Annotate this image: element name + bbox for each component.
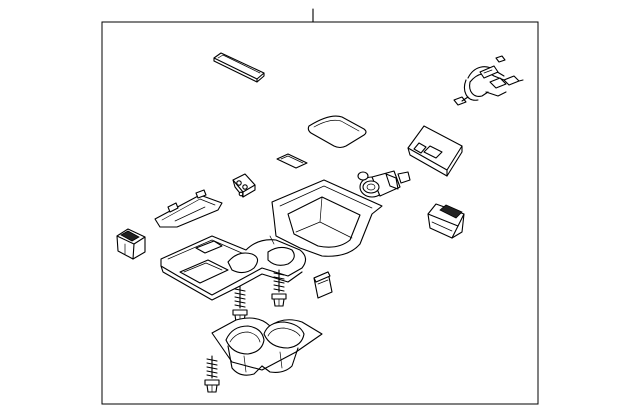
wiring-harness bbox=[453, 55, 524, 106]
console-tray bbox=[160, 179, 383, 301]
mounting-bracket bbox=[407, 125, 463, 177]
switch bbox=[232, 173, 256, 198]
end-cap bbox=[427, 203, 465, 239]
screw bbox=[271, 269, 287, 307]
clip bbox=[116, 228, 146, 260]
screw bbox=[204, 355, 220, 393]
large-pad bbox=[307, 115, 367, 149]
top-pad bbox=[213, 52, 265, 83]
screw bbox=[232, 285, 248, 323]
diagram-frame bbox=[101, 21, 539, 405]
side-trim bbox=[154, 189, 223, 228]
power-outlet bbox=[357, 170, 411, 198]
small-pad bbox=[276, 153, 308, 169]
cup-holder bbox=[211, 317, 323, 376]
wedge-block bbox=[313, 271, 333, 299]
